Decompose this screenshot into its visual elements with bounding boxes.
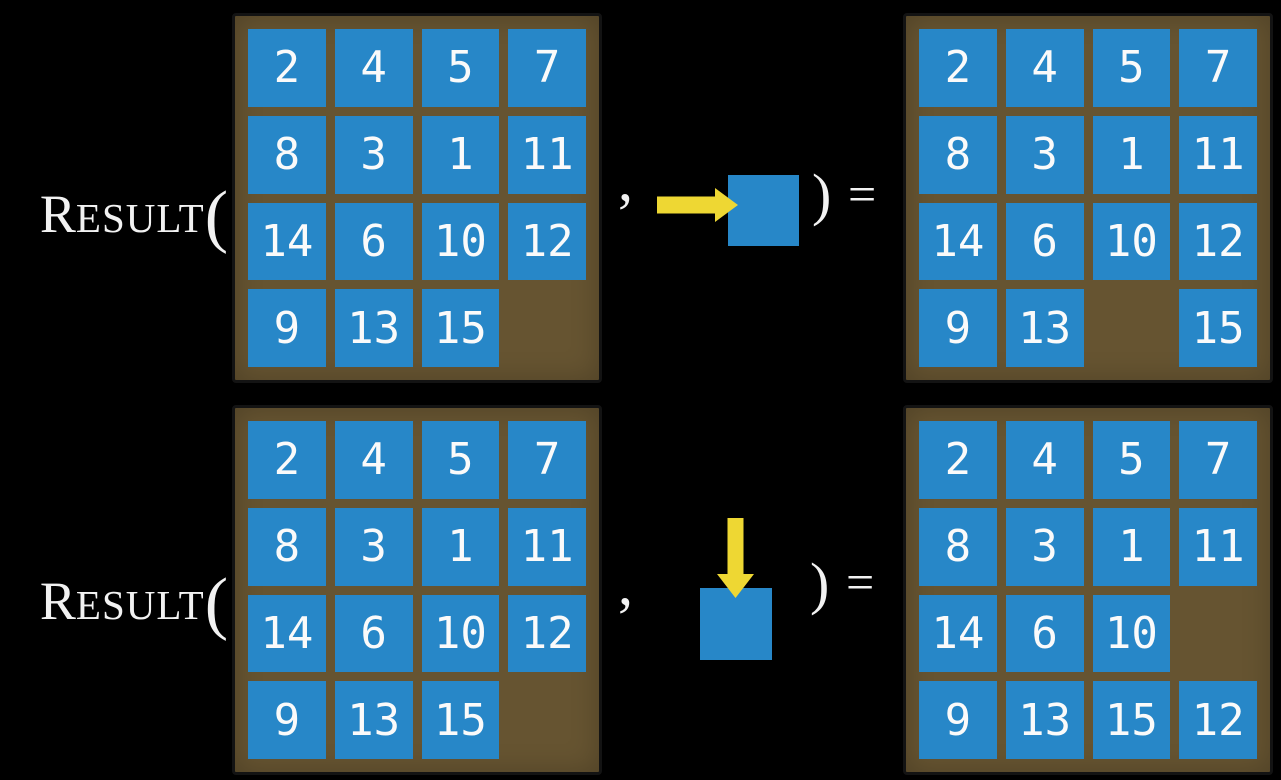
- puzzle-tile-2: 2: [248, 421, 326, 499]
- open-paren: (: [204, 177, 228, 255]
- puzzle-tile-13: 13: [334, 681, 413, 759]
- function-name-initial: R: [39, 570, 76, 631]
- puzzle-tile-10: 10: [1092, 202, 1171, 281]
- puzzle-tile-2: 2: [919, 421, 997, 499]
- puzzle-tile-7: 7: [508, 29, 586, 107]
- puzzle-tile-14: 14: [248, 202, 326, 281]
- puzzle-tile-15: 15: [1179, 289, 1257, 367]
- blank-cell: [1093, 289, 1171, 367]
- puzzle-tile-7: 7: [508, 421, 586, 499]
- puzzle-tile-10: 10: [421, 594, 500, 673]
- puzzle-tile-5: 5: [1092, 29, 1171, 107]
- function-name-rest: ESULT: [75, 581, 205, 628]
- puzzle-tile-6: 6: [334, 202, 413, 281]
- puzzle-tile-11: 11: [1179, 507, 1257, 586]
- equals-sign: =: [846, 554, 875, 610]
- puzzle-tile-3: 3: [1005, 507, 1084, 586]
- result-function-text: RESULT(: [39, 175, 228, 251]
- puzzle-tile-3: 3: [334, 115, 413, 194]
- puzzle-tile-11: 11: [508, 115, 586, 194]
- puzzle-tile-14: 14: [919, 594, 997, 673]
- puzzle-tile-12: 12: [1179, 681, 1257, 759]
- puzzle-tile-14: 14: [919, 202, 997, 281]
- puzzle-tile-8: 8: [248, 115, 326, 194]
- puzzle-tile-12: 12: [1179, 202, 1257, 281]
- puzzle-tile-15: 15: [421, 681, 500, 759]
- puzzle-tile-7: 7: [1179, 29, 1257, 107]
- open-paren: (: [204, 564, 228, 642]
- puzzle-tile-5: 5: [421, 421, 500, 499]
- puzzle-tile-1: 1: [1092, 115, 1171, 194]
- blank-cell: [508, 681, 586, 759]
- puzzle-tile-8: 8: [919, 507, 997, 586]
- puzzle-tile-9: 9: [248, 681, 326, 759]
- puzzle-tile-12: 12: [508, 202, 586, 281]
- puzzle-tile-1: 1: [1092, 507, 1171, 586]
- puzzle-tile-9: 9: [919, 681, 997, 759]
- puzzle-tile-2: 2: [919, 29, 997, 107]
- puzzle-tile-10: 10: [1092, 594, 1171, 673]
- puzzle-tile-6: 6: [334, 594, 413, 673]
- puzzle-tile-1: 1: [421, 115, 500, 194]
- puzzle-tile-6: 6: [1005, 202, 1084, 281]
- result-function-text: RESULT(: [39, 562, 228, 638]
- puzzle-tile-9: 9: [248, 289, 326, 367]
- puzzle-tile-9: 9: [919, 289, 997, 367]
- down-arrow-icon: [717, 518, 754, 598]
- puzzle-tile-15: 15: [421, 289, 500, 367]
- puzzle-tile-13: 13: [334, 289, 413, 367]
- puzzle-tile-3: 3: [334, 507, 413, 586]
- puzzle-tile-13: 13: [1005, 289, 1084, 367]
- puzzle-tile-11: 11: [508, 507, 586, 586]
- puzzle-tile-4: 4: [1005, 421, 1084, 499]
- result-function-label: RESULT(: [0, 405, 228, 774]
- puzzle-tile-3: 3: [1005, 115, 1084, 194]
- puzzle-tile-15: 15: [1092, 681, 1171, 759]
- puzzle-tile-2: 2: [248, 29, 326, 107]
- move-action-symbol-right: [657, 175, 799, 246]
- puzzle-tile-4: 4: [1005, 29, 1084, 107]
- right-arrow-icon: [657, 188, 738, 222]
- puzzle-tile-8: 8: [919, 115, 997, 194]
- close-paren: ): [810, 551, 830, 616]
- puzzle-tile-4: 4: [334, 29, 413, 107]
- puzzle-tile-5: 5: [421, 29, 500, 107]
- move-action-symbol-down: [700, 518, 772, 660]
- puzzle-tile-12: 12: [508, 594, 586, 673]
- puzzle-tile-6: 6: [1005, 594, 1084, 673]
- blank-cell: [508, 289, 586, 367]
- blank-cell: [1179, 595, 1257, 673]
- puzzle-tile-10: 10: [421, 202, 500, 281]
- close-paren: ): [812, 162, 832, 227]
- puzzle-tile-5: 5: [1092, 421, 1171, 499]
- puzzle-tile-14: 14: [248, 594, 326, 673]
- function-name-initial: R: [39, 183, 76, 244]
- comma-separator: ,: [618, 551, 633, 617]
- equals-sign: =: [848, 166, 877, 222]
- result-function-label: RESULT(: [0, 13, 228, 382]
- puzzle-tile-13: 13: [1005, 681, 1084, 759]
- comma-separator: ,: [618, 147, 633, 213]
- puzzle-tile-8: 8: [248, 507, 326, 586]
- puzzle-tile-11: 11: [1179, 115, 1257, 194]
- puzzle-tile-1: 1: [421, 507, 500, 586]
- puzzle-tile-7: 7: [1179, 421, 1257, 499]
- function-name-rest: ESULT: [75, 194, 205, 241]
- puzzle-tile-4: 4: [334, 421, 413, 499]
